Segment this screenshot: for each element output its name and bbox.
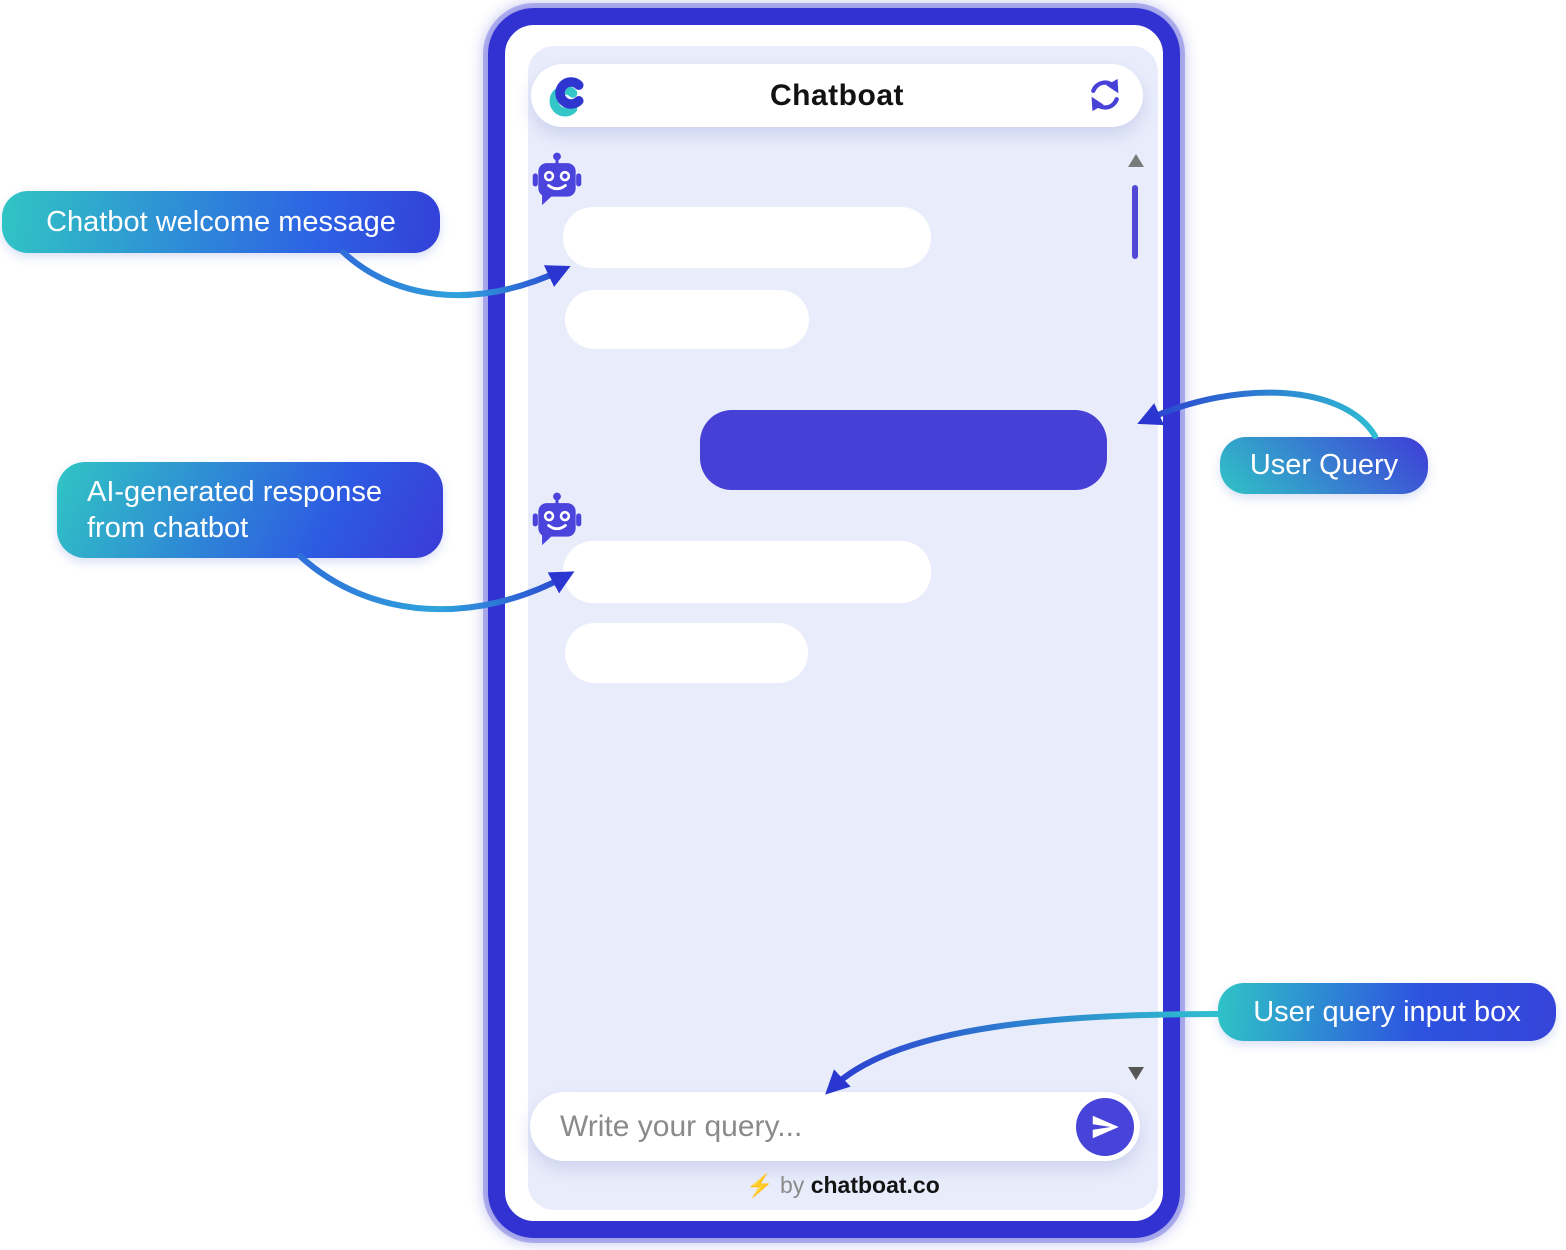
bot-welcome-bubble-2 (565, 290, 809, 349)
callout-input-box: User query input box (1218, 983, 1556, 1041)
scroll-down-icon[interactable] (1128, 1067, 1144, 1080)
send-button[interactable] (1076, 1097, 1134, 1156)
widget-footer: ⚡ by chatboat.co (528, 1172, 1158, 1199)
callout-user-query-label: User Query (1249, 449, 1399, 481)
bot-response-bubble-2 (565, 623, 808, 683)
bot-response-bubble-1 (563, 541, 931, 603)
footer-by-text: by (780, 1172, 805, 1198)
callout-welcome-message: Chatbot welcome message (2, 191, 440, 253)
callout-welcome-label: Chatbot welcome message (46, 205, 396, 238)
arrow-user-query (1137, 389, 1378, 439)
footer-brand: chatboat.co (810, 1172, 940, 1198)
refresh-icon[interactable] (1081, 72, 1129, 120)
scrollbar-thumb[interactable] (1132, 185, 1138, 259)
robot-avatar-icon (529, 150, 585, 206)
widget-title: Chatboat (770, 78, 904, 112)
chat-header: Chatboat (531, 64, 1143, 127)
query-input[interactable] (560, 1109, 1076, 1144)
callout-user-query: User Query (1220, 437, 1428, 494)
callout-input-box-label: User query input box (1253, 995, 1521, 1028)
bot-welcome-bubble-1 (563, 207, 931, 268)
scroll-up-icon[interactable] (1128, 154, 1144, 167)
robot-avatar-icon (529, 490, 585, 546)
callout-ai-label: AI-generated response from chatbot (87, 476, 383, 544)
query-input-pill (530, 1092, 1140, 1161)
lightning-bolt-icon: ⚡ (746, 1173, 774, 1198)
callout-ai-response: AI-generated response from chatbot (57, 462, 443, 558)
user-query-bubble (700, 410, 1107, 490)
send-icon (1092, 1115, 1119, 1138)
chatboat-logo-icon (545, 72, 593, 120)
